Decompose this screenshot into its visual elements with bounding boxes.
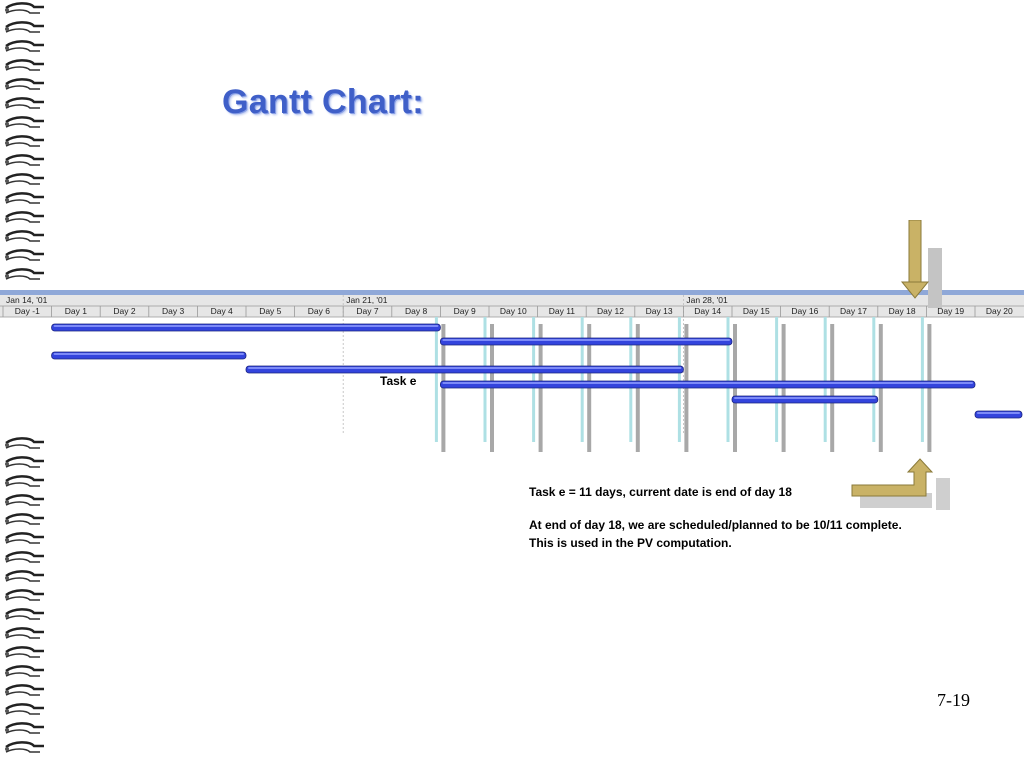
day-label: Day 3: [162, 306, 184, 316]
binding-coil: [5, 665, 44, 677]
day-label: Day 11: [549, 306, 576, 316]
spiral-binding-bottom: [5, 437, 44, 753]
binding-coil: [5, 40, 44, 52]
day-label: Day 8: [405, 306, 427, 316]
binding-coil: [5, 608, 44, 620]
annotation-line-1: Task e = 11 days, current date is end of…: [529, 485, 792, 499]
binding-coil: [5, 570, 44, 582]
day-label: Day 4: [211, 306, 233, 316]
week-label: Jan 21, '01: [346, 295, 388, 305]
day-label: Day 9: [454, 306, 476, 316]
day-label: Day 10: [500, 306, 527, 316]
task-e-label: Task e: [380, 374, 417, 388]
page-number: 7-19: [937, 690, 970, 710]
binding-coil: [5, 551, 44, 563]
binding-coil: [5, 684, 44, 696]
gantt-chart: Jan 14, '01 Jan 21, '01 Jan 28, '01 Day -1…: [0, 290, 1024, 452]
binding-coil: [5, 249, 44, 261]
binding-coil: [5, 437, 44, 449]
binding-coil: [5, 97, 44, 109]
annotation-line-2: At end of day 18, we are scheduled/plann…: [529, 518, 902, 532]
week-label: Jan 28, '01: [686, 295, 728, 305]
day-label: Day 16: [791, 306, 818, 316]
binding-coil: [5, 475, 44, 487]
day-label: Day 2: [113, 306, 135, 316]
day-label: Day 6: [308, 306, 330, 316]
gantt-top-border: [0, 290, 1024, 295]
day-label: Day 15: [743, 306, 770, 316]
annotation-line-3: This is used in the PV computation.: [529, 536, 732, 550]
week-label: Jan 14, '01: [6, 295, 48, 305]
day-label: Day 20: [986, 306, 1013, 316]
binding-coil: [5, 116, 44, 128]
binding-coil: [5, 589, 44, 601]
binding-coil: [5, 456, 44, 468]
callout-arrow-icon: [851, 458, 950, 510]
day-label: Day 13: [646, 306, 673, 316]
current-date-arrow-icon: [900, 220, 942, 308]
day-label: Day 7: [356, 306, 378, 316]
day-label: Day 17: [840, 306, 867, 316]
day-label: Day 12: [597, 306, 624, 316]
binding-coil: [5, 513, 44, 525]
day-label: Day 18: [889, 306, 916, 316]
day-label: Day 14: [694, 306, 721, 316]
binding-coil: [5, 703, 44, 715]
binding-coil: [5, 2, 44, 14]
binding-coil: [5, 154, 44, 166]
binding-coil: [5, 21, 44, 33]
binding-coil: [5, 211, 44, 223]
binding-coil: [5, 627, 44, 639]
binding-coil: [5, 646, 44, 658]
binding-coil: [5, 741, 44, 753]
binding-coil: [5, 494, 44, 506]
day-label: Day 5: [259, 306, 281, 316]
binding-coil: [5, 173, 44, 185]
page-title: Gantt Chart:: [222, 83, 424, 121]
binding-coil: [5, 59, 44, 71]
spiral-binding-top: [5, 2, 44, 280]
day-label: Day 1: [65, 306, 87, 316]
binding-coil: [5, 192, 44, 204]
binding-coil: [5, 78, 44, 90]
day-label: Day -1: [15, 306, 40, 316]
binding-coil: [5, 135, 44, 147]
binding-coil: [5, 230, 44, 242]
day-label: Day 19: [937, 306, 964, 316]
binding-coil: [5, 532, 44, 544]
binding-coil: [5, 268, 44, 280]
binding-coil: [5, 722, 44, 734]
